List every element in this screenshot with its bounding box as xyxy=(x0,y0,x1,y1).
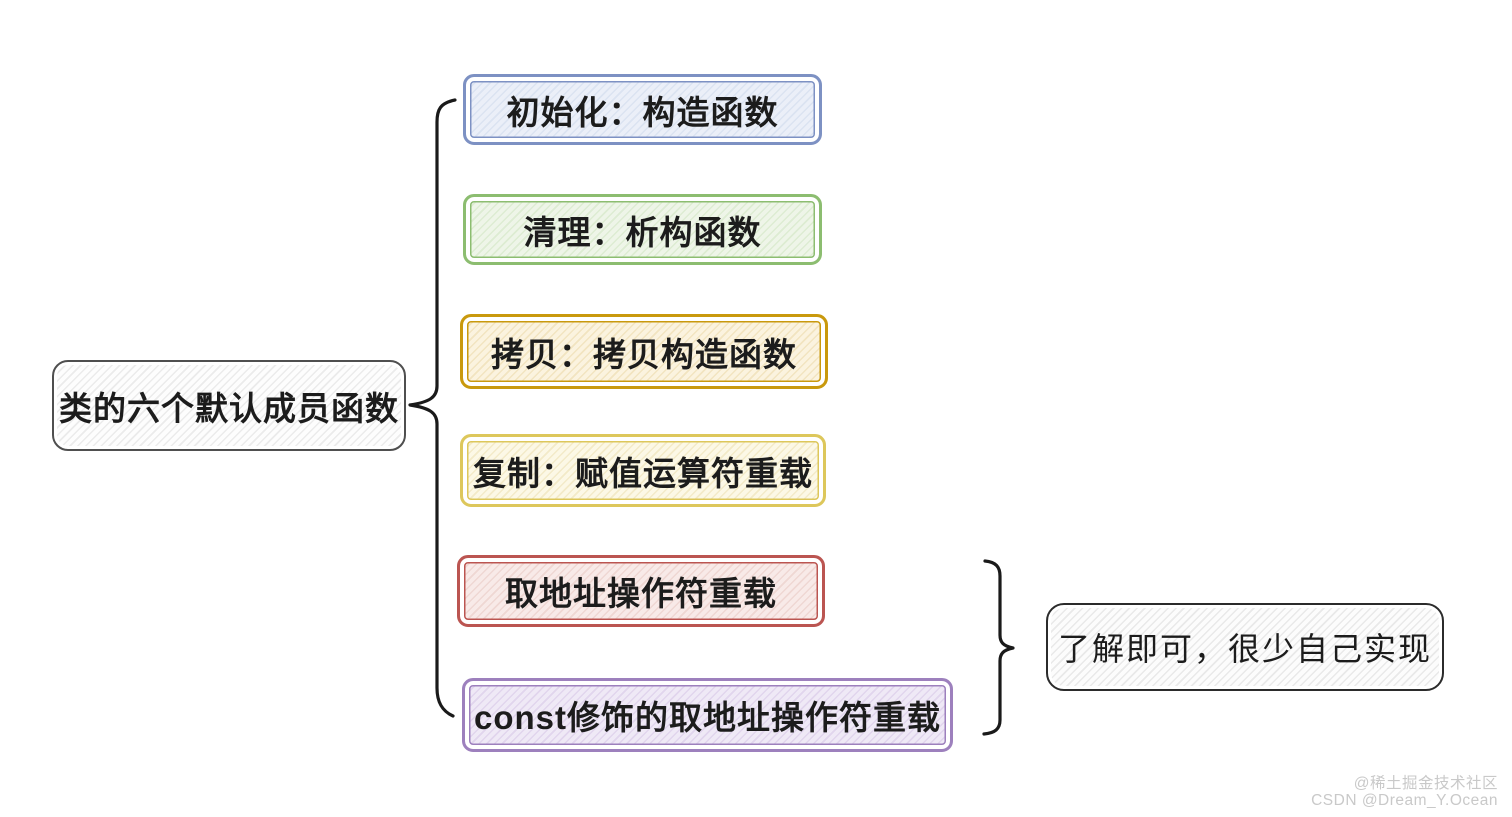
watermark-line1: @稀土掘金技术社区 xyxy=(1353,775,1498,792)
root-label: 类的六个默认成员函数 xyxy=(59,389,399,427)
root-node: 类的六个默认成员函数 xyxy=(52,360,406,451)
watermark-line2: CSDN @Dream_Y.Ocean xyxy=(1311,791,1498,809)
note-node: 了解即可，很少自己实现 xyxy=(1046,603,1444,691)
branch-label: 清理：析构函数 xyxy=(523,213,762,251)
branch-node-assignment-operator: 复制：赋值运算符重载 xyxy=(460,434,826,507)
branch-label: 取地址操作符重载 xyxy=(505,575,777,612)
branch-node-const-address-of-operator: const修饰的取地址操作符重载 xyxy=(462,678,953,752)
branch-node-constructor: 初始化：构造函数 xyxy=(463,74,822,145)
branch-label: 复制：赋值运算符重载 xyxy=(473,454,813,492)
branch-label: 初始化：构造函数 xyxy=(506,93,779,131)
branch-node-address-of-operator: 取地址操作符重载 xyxy=(457,555,825,627)
root-branches-brace xyxy=(408,98,457,718)
note-label: 了解即可，很少自己实现 xyxy=(1057,631,1432,667)
note-group-brace xyxy=(982,559,1015,736)
branch-label: const修饰的取地址操作符重载 xyxy=(473,699,941,736)
branch-node-destructor: 清理：析构函数 xyxy=(463,194,822,265)
branch-node-copy-constructor: 拷贝：拷贝构造函数 xyxy=(460,314,828,389)
watermark: @稀土掘金技术社区 CSDN @Dream_Y.Ocean xyxy=(1311,775,1498,809)
branch-label: 拷贝：拷贝构造函数 xyxy=(491,335,797,373)
